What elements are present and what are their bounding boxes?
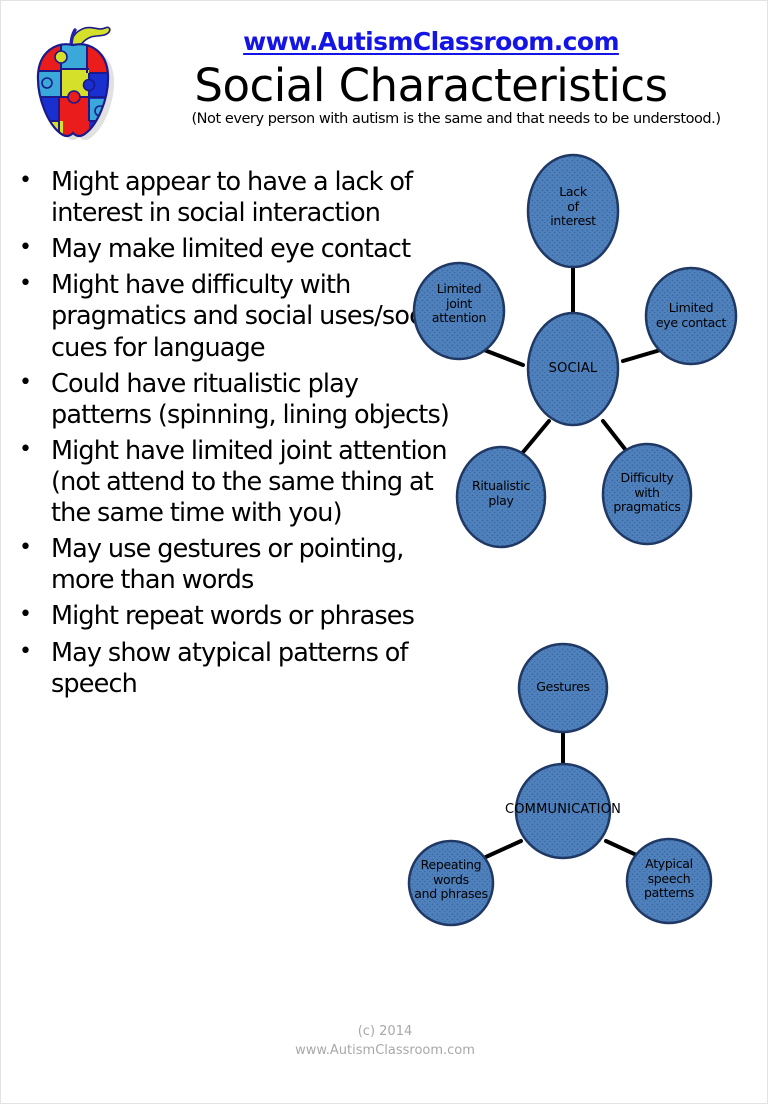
characteristics-list: Might appear to have a lack of interest …	[9, 166, 457, 705]
footer-site: www.AutismClassroom.com	[295, 1042, 475, 1058]
autism-puzzle-apple-logo	[25, 23, 121, 143]
node-atypical-speech	[625, 837, 713, 925]
list-item: Might appear to have a lack of interest …	[9, 166, 457, 229]
footer: (c) 2014 www.AutismClassroom.com	[1, 1023, 767, 1061]
node-repeating-words	[407, 839, 495, 927]
list-item: Might have limited joint attention (not …	[9, 435, 457, 529]
node-gestures	[517, 642, 609, 734]
node-limited-joint-attention	[412, 261, 506, 361]
page-title: Social Characteristics	[194, 59, 668, 112]
footer-copyright: (c) 2014	[357, 1024, 413, 1039]
communication-mind-map: Gestures Repeating words and phrases Aty…	[401, 633, 741, 933]
node-ritualistic-play	[455, 445, 547, 549]
node-lack-of-interest	[526, 153, 620, 269]
page-subtitle: (Not every person with autism is the sam…	[191, 111, 721, 127]
list-item: Might repeat words or phrases	[9, 600, 457, 632]
list-item: Could have ritualistic play patterns (sp…	[9, 368, 457, 431]
node-communication-center	[514, 762, 612, 860]
node-limited-eye-contact	[644, 266, 738, 366]
site-link[interactable]: www.AutismClassroom.com	[243, 27, 619, 56]
list-item: Might have difficulty with pragmatics an…	[9, 269, 457, 363]
list-item: May use gestures or pointing, more than …	[9, 533, 457, 596]
node-social-center	[526, 311, 620, 427]
list-item: May show atypical patterns of speech	[9, 637, 457, 700]
social-mind-map: Lack of interest Limited joint attention…	[401, 149, 761, 569]
node-difficulty-pragmatics	[601, 442, 693, 546]
list-item: May make limited eye contact	[9, 233, 457, 265]
